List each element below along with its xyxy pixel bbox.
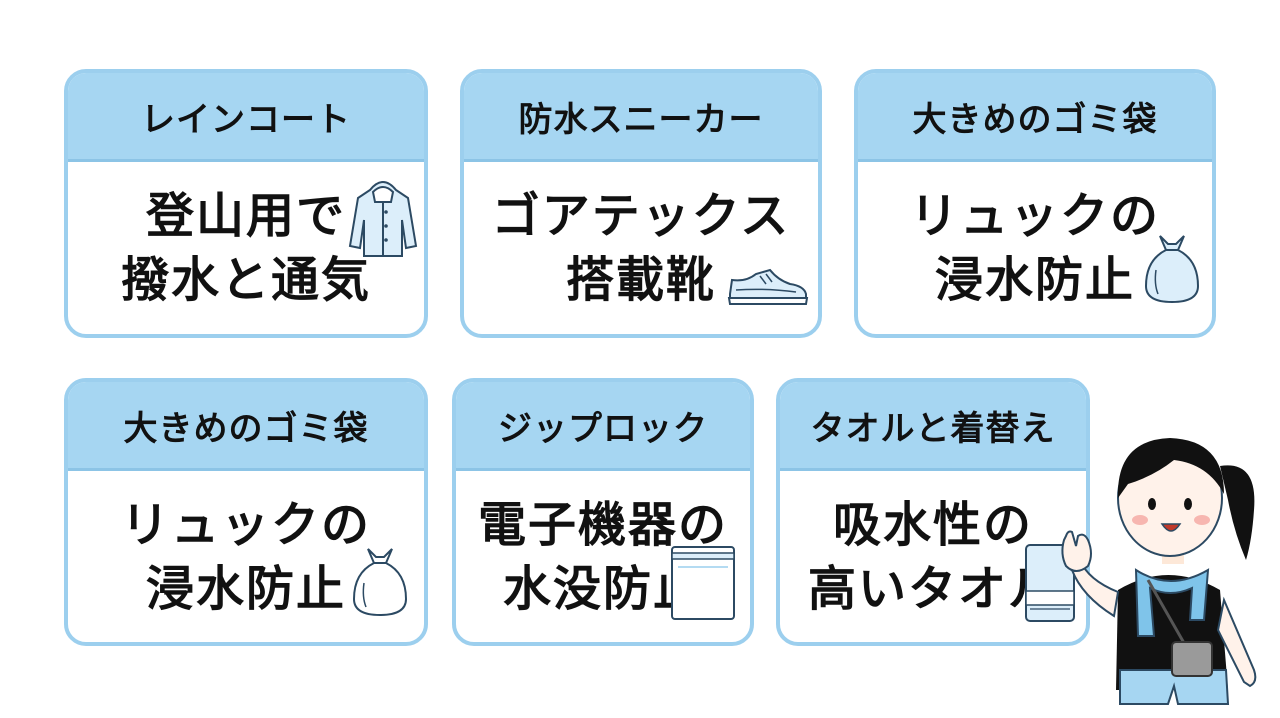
card-text-line: リュックの (909, 188, 1160, 244)
card-title: タオルと着替え (780, 382, 1086, 471)
card-ziplock: ジップロック 電子機器の 水没防止 (452, 378, 754, 646)
card-text-line: 水没防止 (502, 560, 703, 617)
card-title: 防水スニーカー (464, 73, 818, 162)
card-raincoat: レインコート 登山用で 撥水と通気 (64, 69, 428, 338)
card-text-line: 高いタオル (807, 560, 1058, 617)
card-description: ゴアテックス 搭載靴 (464, 162, 818, 334)
card-text-line: リュックの (120, 496, 371, 553)
card-text-line: 搭載靴 (565, 252, 716, 308)
card-title: レインコート (68, 73, 424, 162)
hiker-girl-illustration (1058, 420, 1280, 714)
card-text-line: 浸水防止 (934, 252, 1135, 308)
card-description: リュックの 浸水防止 (68, 471, 424, 642)
sneaker-icon (726, 262, 810, 310)
card-description: 電子機器の 水没防止 (456, 471, 750, 642)
card-description: リュックの 浸水防止 (858, 162, 1212, 334)
card-text-line: 登山用で (145, 188, 346, 244)
zip-bag-icon (668, 543, 738, 623)
card-large-trash-bag-2: 大きめのゴミ袋 リュックの 浸水防止 (64, 378, 428, 646)
card-description: 吸水性の 高いタオル (780, 471, 1086, 642)
card-title: ジップロック (456, 382, 750, 471)
card-text-line: ゴアテックス (491, 188, 791, 244)
card-text-line: 浸水防止 (145, 560, 346, 617)
card-text-line: 電子機器の (477, 496, 728, 553)
card-description: 登山用で 撥水と通気 (68, 162, 424, 334)
card-large-trash-bag: 大きめのゴミ袋 リュックの 浸水防止 (854, 69, 1216, 338)
trash-bag-icon (1142, 230, 1202, 306)
card-towel-and-change: タオルと着替え 吸水性の 高いタオル (776, 378, 1090, 646)
towel-icon (1020, 541, 1080, 625)
card-waterproof-sneakers: 防水スニーカー ゴアテックス 搭載靴 (460, 69, 822, 338)
card-text-line: 撥水と通気 (120, 252, 371, 308)
card-title: 大きめのゴミ袋 (68, 382, 424, 471)
card-text-line: 吸水性の (832, 496, 1033, 553)
raincoat-icon (348, 176, 418, 260)
trash-bag-icon (350, 543, 410, 619)
card-title: 大きめのゴミ袋 (858, 73, 1212, 162)
